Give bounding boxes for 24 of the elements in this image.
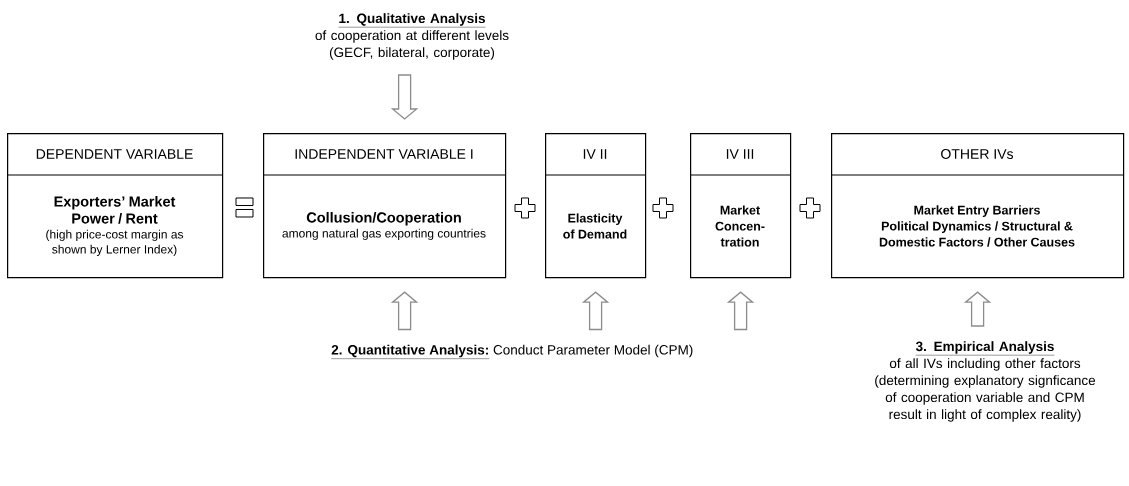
box-heading: DEPENDENT VARIABLE [36, 149, 193, 159]
box-heading: IV II [583, 149, 607, 159]
analysis-heading: 1. Qualitative Analysis [338, 13, 486, 28]
analysis-text: of all IVs including other factors (determining explanatory signficance of cooperation variable and CPM result in light of complex reality) [875, 358, 1096, 422]
box-text: Market Concen-tration [715, 205, 765, 247]
box-text: Market Entry Barriers [914, 205, 1040, 217]
box-heading: OTHER IVs [941, 149, 1014, 159]
analysis-heading: 2. Quantitative Analysis: [331, 344, 490, 359]
block-arrow [390, 74, 419, 120]
box-heading: INDEPENDENT VARIABLE I [295, 149, 473, 159]
analysis-text: Conduct Parameter Model (CPM) [493, 344, 693, 358]
block-arrow [390, 291, 419, 331]
box-text: Exporters’ Market Power / Rent [54, 196, 176, 224]
block-arrow [581, 291, 610, 331]
box-text: (high price-cost margin as shown by Lerner Index) [46, 229, 184, 256]
block-arrow [963, 291, 992, 327]
box-text: Elasticity of Demand [563, 213, 627, 239]
analysis-text: of cooperation at different levels (GECF, bilateral, corporate) [315, 30, 509, 60]
block-arrow [726, 291, 755, 331]
box-text: Collusion/Cooperation [306, 212, 461, 226]
box-heading: IV III [726, 149, 754, 159]
analysis-heading: 3. Empirical Analysis [915, 341, 1055, 356]
box-text: Political Dynamics / Structural & Domestic Factors / Other Causes [879, 221, 1075, 247]
box-text: among natural gas exporting countries [282, 228, 486, 240]
